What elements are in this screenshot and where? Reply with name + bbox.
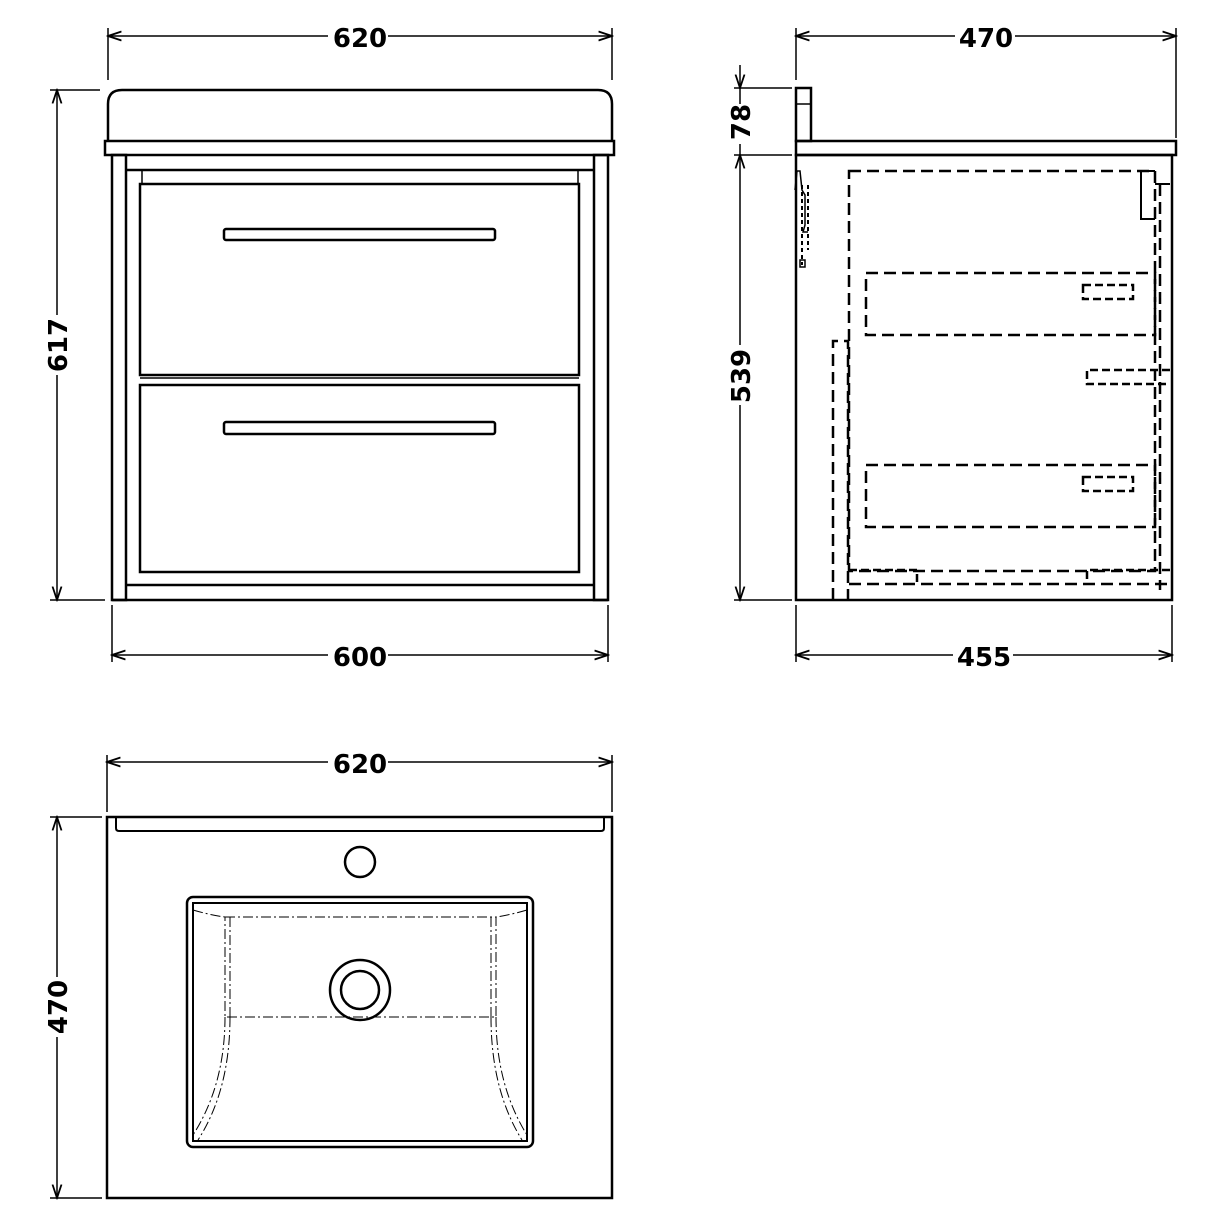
- dimension-front-overall-width: 620: [108, 22, 612, 80]
- dim-label: 470: [44, 980, 74, 1034]
- hidden-drawer-top: [864, 271, 1157, 337]
- drawer-handle-top: [222, 227, 497, 242]
- basin-top: [106, 88, 614, 141]
- bowl-inner: [192, 902, 528, 1142]
- plan-view: [105, 815, 614, 1200]
- bowl-floor: [224, 916, 497, 1018]
- dim-label: 620: [333, 24, 387, 54]
- left-leg: [110, 153, 128, 602]
- drawer-handle-bottom: [222, 420, 497, 436]
- bowl-outer: [185, 895, 535, 1149]
- dim-label: 539: [727, 349, 757, 403]
- dimension-side-cabinet-height: 539: [726, 155, 792, 600]
- dim-label: 470: [959, 24, 1013, 54]
- dimension-side-upstand-height: 78: [726, 65, 792, 156]
- dim-label: 78: [727, 104, 757, 140]
- drawer-bottom: [138, 383, 581, 574]
- dim-label: 617: [44, 318, 74, 372]
- countertop-slab: [103, 139, 616, 157]
- dimension-plan-width: 620: [107, 748, 612, 812]
- dimension-side-cabinet-depth: 455: [796, 605, 1172, 673]
- countertop-slab-side: [794, 139, 1178, 157]
- dim-label: 600: [333, 643, 387, 673]
- cabinet-side: [794, 153, 1174, 602]
- right-leg: [592, 153, 610, 602]
- dim-label: 620: [333, 750, 387, 780]
- dimension-front-cabinet-width: 600: [112, 605, 608, 673]
- drawer-top: [138, 182, 581, 377]
- dimension-side-overall-depth: 470: [796, 22, 1176, 138]
- side-view: [794, 86, 1178, 602]
- basin-lip: [115, 817, 605, 832]
- dimension-front-height: 617: [42, 90, 105, 600]
- basin-outline: [105, 815, 614, 1200]
- upstand: [794, 86, 813, 143]
- hidden-drawer-bottom: [864, 463, 1157, 529]
- wall-bracket: [794, 170, 808, 233]
- front-view: [103, 88, 616, 602]
- dim-label: 455: [957, 643, 1011, 673]
- tap-hole: [343, 845, 377, 879]
- waste-outer: [328, 958, 392, 1022]
- waste-inner: [339, 969, 381, 1011]
- dimension-plan-depth: 470: [42, 817, 102, 1198]
